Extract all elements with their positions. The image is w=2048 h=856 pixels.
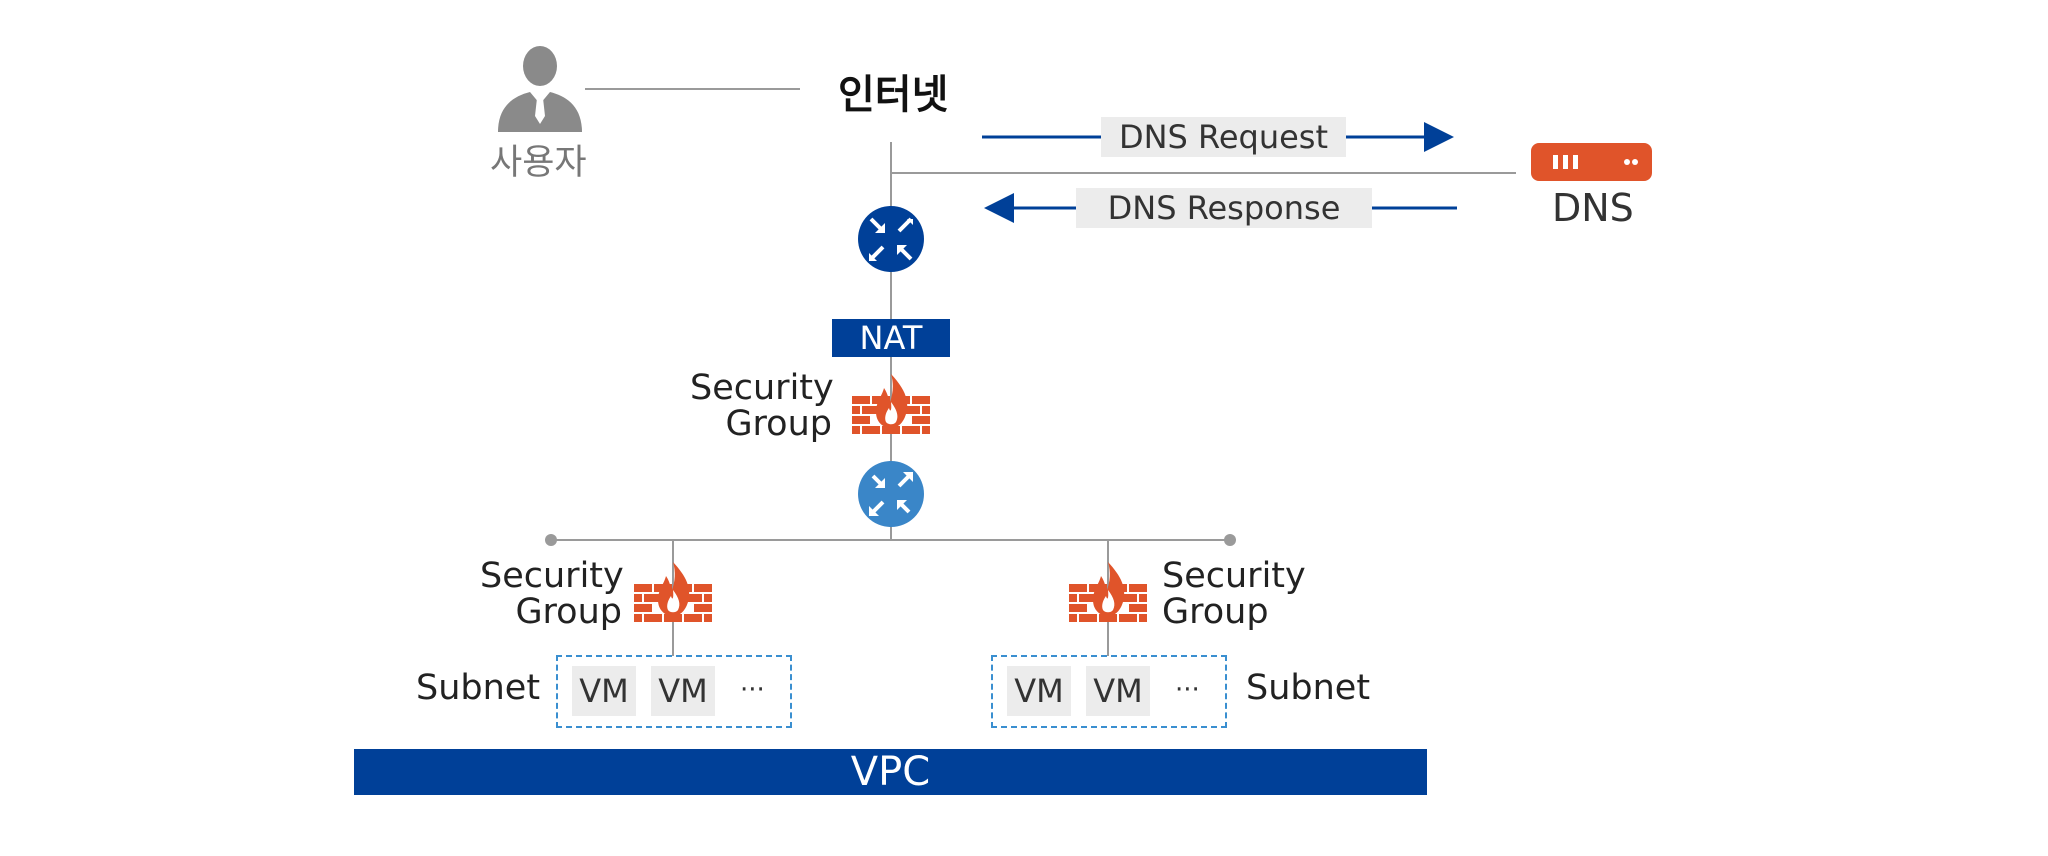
dns-request-label: DNS Request	[1101, 117, 1346, 157]
bus-endpoint-right	[1224, 534, 1236, 546]
vm-box: VM	[572, 666, 636, 716]
vm-box: VM	[1007, 666, 1071, 716]
firewall-icon	[852, 374, 930, 434]
security-group-top-line1: Security	[690, 368, 834, 408]
security-group-left-line2: Group	[515, 592, 622, 632]
vpc-bar: VPC	[354, 749, 1427, 795]
security-group-right-line1: Security	[1162, 556, 1306, 596]
router-icon	[858, 206, 924, 272]
more-ellipsis: ···	[1175, 675, 1200, 705]
bus-endpoint-left	[545, 534, 557, 546]
security-group-left-line1: Security	[480, 556, 624, 596]
router-icon	[858, 461, 924, 527]
firewall-icon	[1069, 562, 1147, 622]
vm-box: VM	[651, 666, 715, 716]
subnet-left-box	[556, 655, 792, 728]
security-group-right-label: Security Group	[1162, 558, 1306, 630]
user-icon	[498, 46, 582, 132]
firewall-icon	[634, 562, 712, 622]
dns-server-icon	[1531, 143, 1652, 181]
security-group-left-label: Security Group	[480, 556, 624, 632]
subnet-left-label: Subnet	[416, 668, 541, 708]
dns-server-label: DNS	[1552, 186, 1634, 230]
subnet-right-label: Subnet	[1246, 668, 1371, 708]
user-label: 사용자	[490, 143, 587, 183]
security-group-right-line2: Group	[1162, 592, 1269, 632]
security-group-top-label: Security Group	[690, 368, 834, 444]
dns-response-label: DNS Response	[1076, 188, 1372, 228]
nat-label: NAT	[832, 319, 950, 357]
security-group-top-line2: Group	[725, 404, 832, 444]
internet-label: 인터넷	[838, 72, 949, 118]
more-ellipsis: ···	[740, 675, 765, 705]
subnet-right-box	[991, 655, 1227, 728]
vm-box: VM	[1086, 666, 1150, 716]
